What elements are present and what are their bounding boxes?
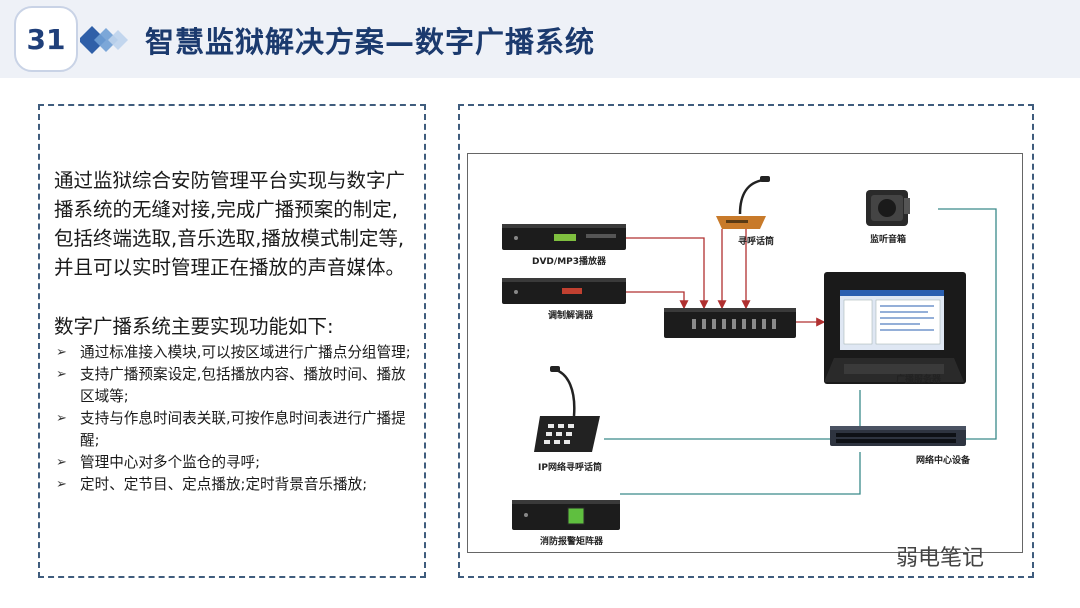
monitor-speaker-device (866, 190, 910, 226)
list-item: ➢支持与作息时间表关联,可按作息时间表进行广播提醒; (56, 410, 406, 449)
broadcast-server-label: 广播服务器 (896, 375, 942, 385)
broadcast-server-device (824, 272, 966, 384)
text-panel (38, 104, 426, 578)
arrow-bullet-icon: ➢ (56, 411, 67, 426)
feature-list: ➢通过标准接入模块,可以按区域进行广播点分组管理; ➢支持广播预案设定,包括播放… (54, 342, 414, 496)
feature-subhead: 数字广播系统主要实现功能如下: (54, 315, 334, 338)
intro-paragraph: 通过监狱综合安防管理平台实现与数字广播系统的无缝对接,完成广播预案的制定,包括终… (54, 169, 406, 279)
network-switch-label: 网络中心设备 (916, 456, 971, 466)
page-title: 智慧监狱解决方案—数字广播系统 (145, 25, 596, 59)
ip-paging-microphone-device (534, 366, 600, 452)
list-item: ➢通过标准接入模块,可以按区域进行广播点分组管理; (54, 342, 414, 364)
arrow-bullet-icon: ➢ (56, 477, 67, 492)
paging-microphone-device (716, 176, 770, 229)
audio-link-lines (626, 229, 826, 327)
diagram-canvas (502, 176, 997, 530)
list-item: ➢支持广播预案设定,包括播放内容、播放时间、播放区域等; (56, 366, 406, 405)
fire-alarm-matrix-device (512, 500, 620, 530)
broadcast-system-diagram: DVD/MP3播放器 调制解调器 寻呼话筒 监听音箱 广播服务器 IP网络寻呼话… (467, 153, 1023, 553)
tuner-device (502, 278, 626, 304)
mixer-amplifier-device (664, 308, 796, 338)
fire-alarm-matrix-label: 消防报警矩阵器 (540, 537, 604, 547)
list-item: ➢管理中心对多个监仓的寻呼; (54, 452, 414, 474)
diagram-panel (458, 104, 1034, 578)
header-bar: 31 智慧监狱解决方案—数字广播系统 (0, 0, 1080, 78)
watermark-text: 弱电笔记 (896, 546, 985, 571)
network-switch-device (830, 426, 966, 446)
list-item: ➢定时、定节目、定点播放;定时背景音乐播放; (54, 474, 414, 496)
arrow-bullet-icon: ➢ (56, 367, 67, 382)
tuner-label: 调制解调器 (548, 311, 594, 321)
slide-number-badge: 31 (14, 6, 78, 72)
ip-paging-microphone-label: IP网络寻呼话筒 (538, 463, 602, 473)
arrow-bullet-icon: ➢ (56, 345, 67, 360)
arrow-bullet-icon: ➢ (56, 455, 67, 470)
paging-microphone-label: 寻呼话筒 (738, 237, 775, 247)
dvd-player-label: DVD/MP3播放器 (532, 257, 607, 267)
monitor-speaker-label: 监听音箱 (870, 235, 907, 245)
dvd-player-device (502, 224, 626, 250)
network-link-lines (604, 208, 997, 495)
diamond-decoration-icon (80, 26, 128, 54)
